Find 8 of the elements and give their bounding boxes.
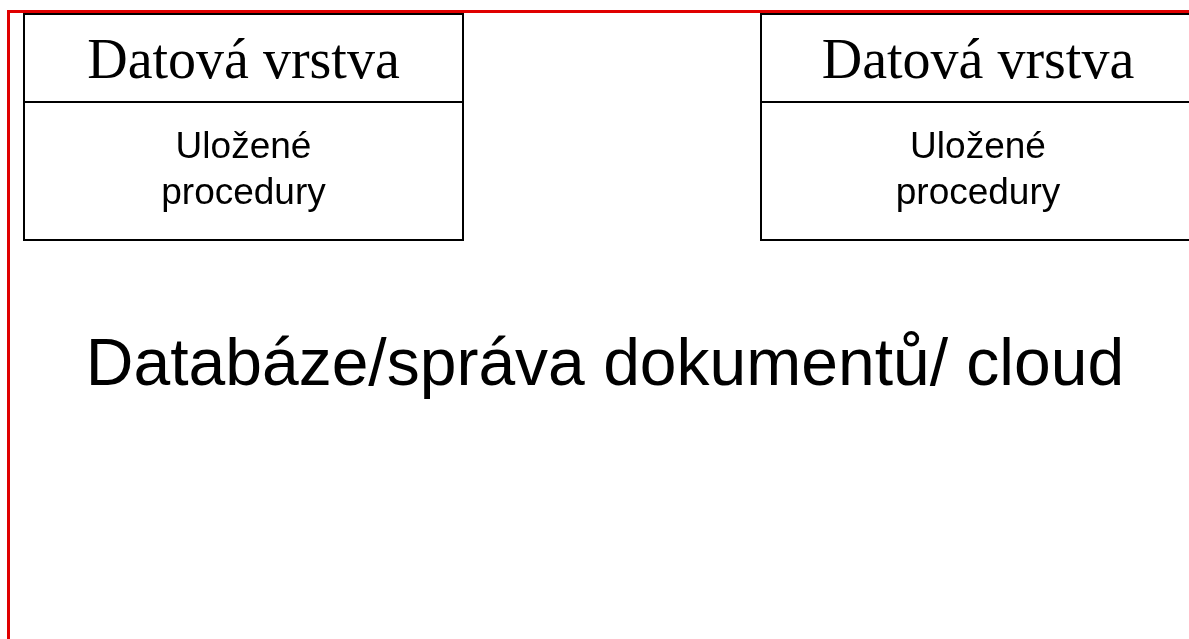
layer-description: Uložené procedury — [160, 124, 327, 214]
region-title: Databáze/správa dokumentů/ cloud — [84, 324, 1126, 401]
layer-box — [23, 13, 464, 241]
region-frame — [7, 10, 1189, 639]
layer-heading: Datová vrstva — [821, 28, 1135, 90]
layer-box — [760, 13, 1189, 241]
layer-heading: Datová vrstva — [87, 28, 400, 90]
layer-description: Uložené procedury — [894, 124, 1062, 214]
